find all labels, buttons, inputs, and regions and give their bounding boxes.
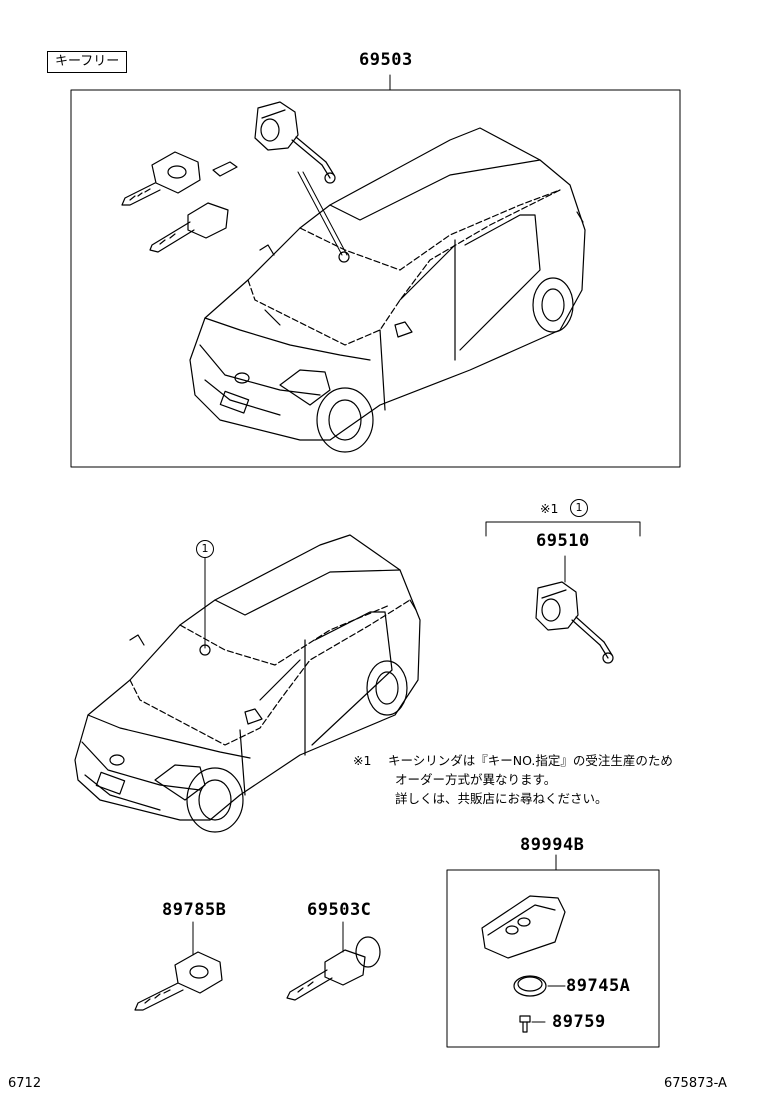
note-line-2: オーダー方式が異なります。	[395, 772, 557, 787]
callout-circle-car: 1	[196, 540, 214, 558]
top-key-cylinder	[254, 101, 336, 184]
part-label-69510[interactable]: 69510	[536, 531, 590, 551]
part-label-69503c[interactable]: 69503C	[307, 900, 372, 920]
part-label-69503[interactable]: 69503	[359, 50, 413, 70]
part-label-89759[interactable]: 89759	[552, 1012, 606, 1032]
part-label-89745a[interactable]: 89745A	[566, 976, 631, 996]
top-car-illustration	[189, 127, 586, 453]
key-69503c	[286, 936, 381, 1001]
fob-group-frame	[446, 869, 660, 1048]
key-fob-89994b	[481, 895, 566, 959]
callout-circle-1: 1	[570, 499, 588, 517]
reference-mark: ※1	[540, 501, 559, 516]
top-mechanical-key	[149, 202, 229, 253]
footer-illustration-id: 675873-A	[664, 1076, 727, 1091]
key-89785b	[134, 951, 223, 1011]
top-key-tag	[212, 161, 238, 177]
part-label-89785b[interactable]: 89785B	[162, 900, 227, 920]
key-free-tag: キーフリー	[47, 51, 128, 73]
part-label-89994b[interactable]: 89994B	[520, 835, 585, 855]
note-line-1: キーシリンダは『キーNO.指定』の受注生産のため	[388, 753, 673, 768]
top-remote-key	[121, 151, 201, 206]
middle-car-illustration	[74, 534, 421, 833]
note-mark: ※1	[353, 753, 372, 768]
bracket-69510	[485, 521, 641, 537]
battery-89745a	[513, 975, 566, 997]
middle-key-cylinder	[535, 581, 614, 664]
top-group-frame	[70, 89, 681, 468]
footer-page-number: 6712	[8, 1076, 42, 1091]
screw-89759	[519, 1015, 546, 1033]
note-line-3: 詳しくは、共販店にお尋ねください。	[395, 791, 608, 806]
